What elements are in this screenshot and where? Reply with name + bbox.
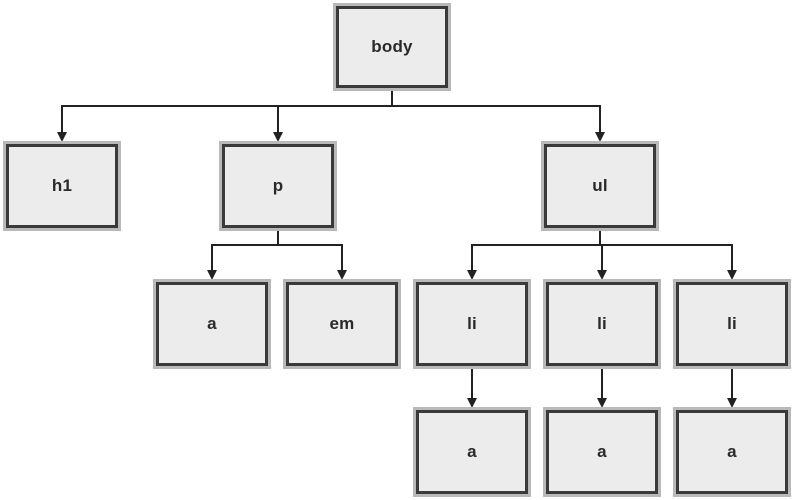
node-p-a: a bbox=[156, 282, 268, 366]
node-ul: ul bbox=[544, 144, 656, 228]
node-ul-label: ul bbox=[592, 176, 608, 195]
node-li-1-label: li bbox=[467, 314, 477, 333]
node-li-3-label: li bbox=[727, 314, 737, 333]
node-li-2: li bbox=[546, 282, 658, 366]
node-li-3: li bbox=[676, 282, 788, 366]
node-body: body bbox=[336, 6, 448, 88]
node-p-em-label: em bbox=[329, 314, 355, 333]
node-p-em: em bbox=[286, 282, 398, 366]
node-li-2-a: a bbox=[546, 410, 658, 494]
node-li-3-a: a bbox=[676, 410, 788, 494]
node-p-label: p bbox=[272, 176, 284, 195]
node-li-1-a: a bbox=[416, 410, 528, 494]
node-p-a-label: a bbox=[207, 314, 217, 333]
node-li-1: li bbox=[416, 282, 528, 366]
node-li-3-a-label: a bbox=[727, 442, 737, 461]
node-li-2-label: li bbox=[597, 314, 607, 333]
node-body-label: body bbox=[371, 37, 413, 56]
node-li-1-a-label: a bbox=[467, 442, 477, 461]
node-p: p bbox=[222, 144, 334, 228]
node-h1: h1 bbox=[6, 144, 118, 228]
node-li-2-a-label: a bbox=[597, 442, 607, 461]
node-h1-label: h1 bbox=[51, 176, 73, 195]
